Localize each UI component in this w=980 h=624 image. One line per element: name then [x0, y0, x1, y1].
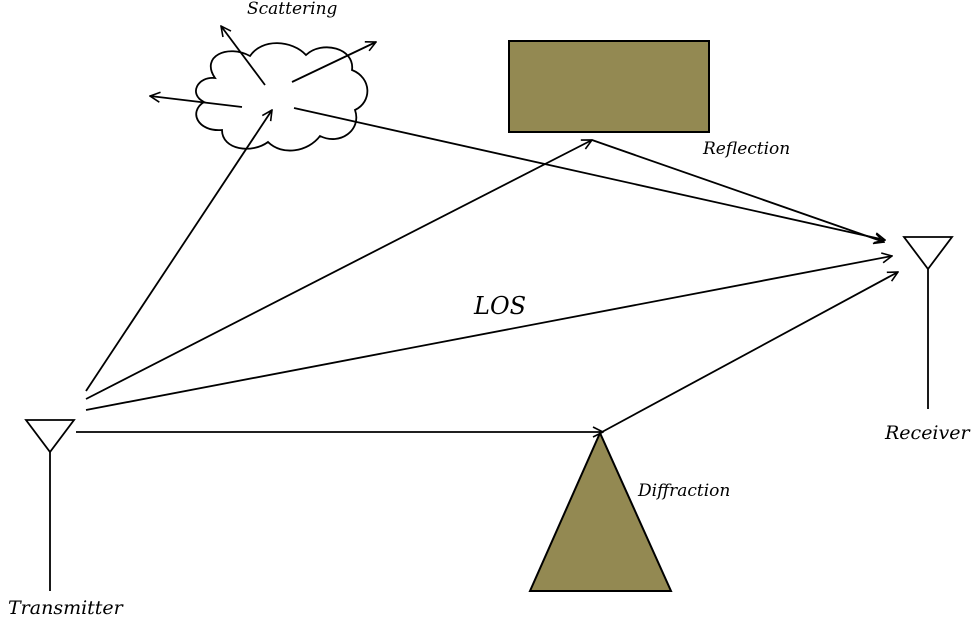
label-receiver: Receiver — [884, 422, 971, 444]
scattering-cloud — [195, 42, 369, 152]
scatter-arrow-up — [221, 26, 266, 86]
ray-building-to-rx — [591, 139, 884, 242]
label-diffraction: Diffraction — [637, 481, 730, 501]
scatter-arrow-right — [291, 42, 376, 83]
ray-cloud-to-rx — [293, 107, 885, 240]
receiver-antenna — [902, 236, 954, 409]
ray-tx-to-cloud — [85, 110, 272, 392]
label-scattering: Scattering — [247, 0, 338, 19]
transmitter-antenna — [24, 419, 76, 591]
ray-tx-to-building — [85, 140, 592, 400]
label-reflection: Reflection — [702, 139, 790, 159]
reflection-building — [508, 40, 710, 133]
diffraction-wedge — [528, 430, 673, 592]
label-transmitter: Transmitter — [8, 597, 125, 619]
ray-wedge-to-rx — [601, 272, 898, 433]
ray-los — [85, 256, 892, 411]
scatter-arrow-left — [150, 96, 243, 108]
label-los: LOS — [473, 292, 526, 320]
